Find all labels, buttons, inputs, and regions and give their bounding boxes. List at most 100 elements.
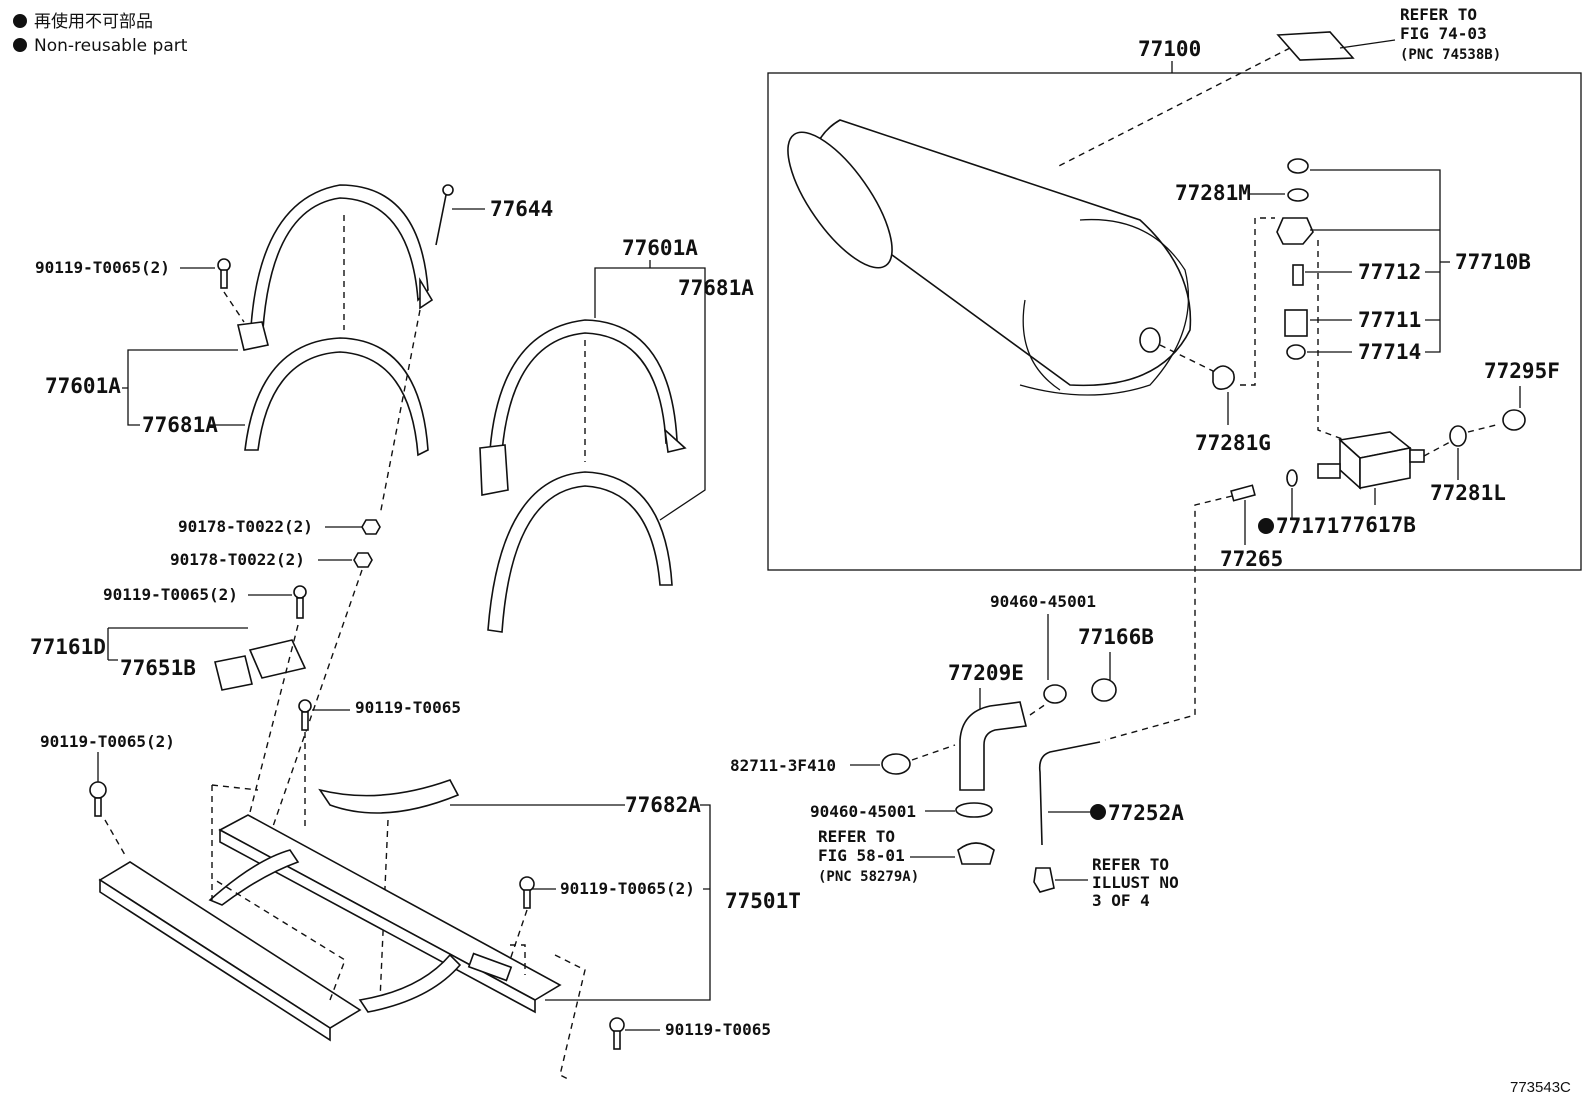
bracket-77161D: [107, 627, 248, 661]
dash-bolt-to-bracket: [223, 291, 245, 323]
band-end-icon: [419, 277, 434, 310]
figure-id: 773543C: [1510, 1079, 1571, 1096]
bolt-head-icon: [89, 781, 107, 799]
label-90460-a: 90460-45001: [990, 592, 1096, 611]
bolt-shank-icon: [220, 269, 228, 289]
bolt-head-icon: [519, 876, 535, 892]
bolt-head-icon: [293, 585, 307, 599]
bolt-77712-icon: [1292, 264, 1304, 286]
band-77682A-icon: [318, 779, 460, 814]
hose-clamp-icon: [955, 802, 993, 818]
refer-58-line1: REFER TO: [818, 827, 895, 846]
label-90119-a: 90119-T0065(2): [35, 258, 170, 277]
refer-ill-line3: 3 OF 4: [1092, 891, 1150, 910]
ring-77281L-icon: [1449, 425, 1467, 447]
label-90178-b: 90178-T0022(2): [170, 550, 305, 569]
grommet-77166B-icon: [1091, 678, 1117, 702]
refer-plate-icon: [1276, 31, 1355, 61]
label-77209E: 77209E: [948, 661, 1024, 685]
non-reusable-dot-icon: [1090, 804, 1106, 820]
tank-port-icon: [1139, 327, 1161, 353]
label-77681A-left: 77681A: [142, 413, 218, 437]
label-77281G: 77281G: [1195, 431, 1271, 455]
gasket-77171-icon: [1286, 469, 1298, 487]
pipe-77252A-icon: [1038, 741, 1101, 846]
band-bracket-icon: [479, 444, 509, 496]
label-77501T: 77501T: [725, 889, 801, 913]
band-end-icon: [663, 427, 687, 453]
refer-58-line3: (PNC 58279A): [818, 869, 919, 885]
label-77681A-right: 77681A: [678, 276, 754, 300]
label-77710B: 77710B: [1455, 250, 1531, 274]
label-82711: 82711-3F410: [730, 756, 836, 775]
hose-77209E-icon: [959, 701, 1027, 791]
band-77681A-right-icon: [487, 471, 673, 633]
leader-refer-74: [1339, 39, 1396, 49]
bolt-shank-icon: [301, 711, 309, 731]
dash-hose-to-clamp: [1029, 703, 1047, 716]
band-77601A-right-icon: [489, 319, 678, 453]
refer-74-line3: (PNC 74538B): [1400, 47, 1501, 63]
label-77651B: 77651B: [120, 656, 196, 680]
dash-block-to-77281L: [1423, 441, 1451, 457]
label-90119-d: 90119-T0065(2): [40, 732, 175, 751]
pad-77651B-icon: [214, 655, 253, 691]
legend-jp: 再使用不可部品: [34, 11, 153, 32]
bracket-77710B: [1310, 169, 1441, 353]
washer-77281M-icon: [1287, 188, 1309, 202]
label-77100: 77100: [1138, 37, 1201, 61]
non-reusable-dot-icon: [1258, 518, 1274, 534]
bracket-77601A-left: [122, 349, 238, 426]
nut-icon: [361, 519, 381, 535]
hose-clamp-icon: [1043, 684, 1067, 704]
nut-icon: [353, 552, 373, 568]
label-90460-b: 90460-45001: [810, 802, 916, 821]
dash-frame-left: [211, 784, 346, 1001]
label-77281L: 77281L: [1430, 481, 1506, 505]
cap-77295F-icon: [1502, 409, 1526, 431]
non-reusable-dot-icon: [13, 14, 27, 28]
bolt-shank-icon: [94, 797, 102, 817]
label-77281M: 77281M: [1175, 181, 1251, 205]
valve-body-icon: [1276, 217, 1314, 245]
bolt-shank-icon: [613, 1030, 621, 1050]
bolt-77644-icon: [435, 194, 447, 246]
label-77295F: 77295F: [1484, 359, 1560, 383]
dash-nut-to-frame: [269, 569, 363, 836]
label-90178-a: 90178-T0022(2): [178, 517, 313, 536]
dash-fitting-to-pipe: [1104, 495, 1233, 741]
label-77171: 77171: [1276, 514, 1339, 538]
label-77161D: 77161D: [30, 635, 106, 659]
bolt-shank-icon: [296, 597, 304, 619]
bolt-head-icon: [442, 184, 454, 196]
label-77712: 77712: [1358, 260, 1421, 284]
block-77617B-icon: [1317, 431, 1425, 490]
label-90119-e: 90119-T0065(2): [560, 879, 695, 898]
band-77601A-left-icon: [249, 184, 429, 346]
dash-strap-to-nut: [379, 309, 421, 516]
band-bracket-icon: [237, 321, 269, 351]
fuel-tank-77100: [787, 119, 1192, 396]
dash-protector-to-frame: [247, 624, 299, 821]
dash-77281L-to-77295F: [1467, 423, 1501, 433]
label-77265: 77265: [1220, 547, 1283, 571]
filler-neck-icon: [957, 842, 995, 865]
bracket-77601A-right: [594, 267, 706, 521]
label-77252A: 77252A: [1108, 801, 1184, 825]
frame-77501T-icon: [98, 814, 562, 1042]
label-77711: 77711: [1358, 308, 1421, 332]
dash-valve-to-block: [1317, 240, 1346, 441]
label-77644: 77644: [490, 197, 553, 221]
label-77166B: 77166B: [1078, 625, 1154, 649]
cap-icon: [1287, 158, 1309, 174]
solenoid-77711-icon: [1284, 309, 1308, 337]
band-77681A-left-icon: [244, 337, 429, 457]
union-fitting-icon: [1033, 867, 1055, 893]
refer-58-line2: FIG 58-01: [818, 846, 905, 865]
label-77714: 77714: [1358, 340, 1421, 364]
label-90119-f: 90119-T0065: [665, 1020, 771, 1039]
protector-77161D-icon: [248, 639, 307, 679]
label-77617B: 77617B: [1340, 513, 1416, 537]
fitting-77265-icon: [1230, 484, 1256, 502]
